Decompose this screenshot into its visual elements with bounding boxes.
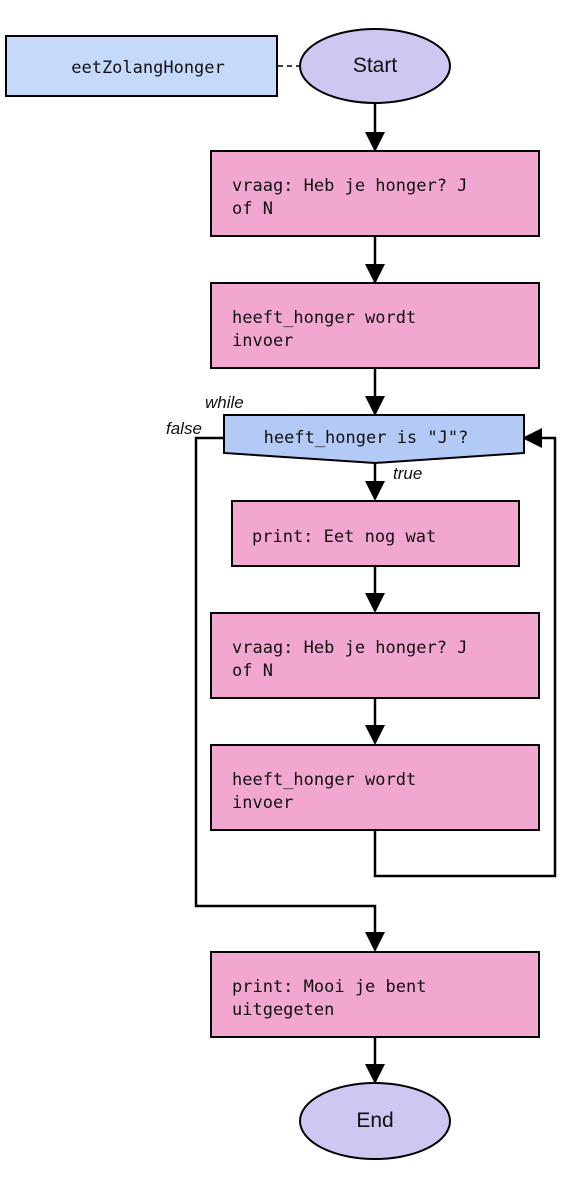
assign2-line1: heeft_honger wordt bbox=[232, 770, 416, 790]
ask1-line2: of N bbox=[232, 199, 273, 219]
start-label: Start bbox=[353, 54, 398, 77]
ask1-line1: vraag: Heb je honger? J bbox=[232, 176, 467, 196]
process-ask-hunger-1: vraag: Heb je honger? J of N bbox=[210, 150, 540, 237]
loop-false-line bbox=[194, 436, 385, 952]
end-terminal: End bbox=[299, 1082, 451, 1160]
print-done-line1: print: Mooi je bent bbox=[232, 977, 426, 997]
function-name-box: eetZolangHonger bbox=[5, 35, 278, 97]
loop-decision: heeft_honger is "J"? bbox=[223, 414, 525, 465]
function-name: eetZolangHonger bbox=[71, 58, 225, 78]
assign2-line2: invoer bbox=[232, 793, 293, 813]
process-assign-hunger-2: heeft_honger wordt invoer bbox=[210, 744, 540, 831]
loop-back-line bbox=[373, 428, 557, 878]
end-label: End bbox=[356, 1109, 393, 1132]
print-done-line2: uitgegeten bbox=[232, 1000, 334, 1020]
false-label: false bbox=[166, 419, 202, 438]
true-label: true bbox=[393, 464, 422, 483]
assign1-line2: invoer bbox=[232, 331, 293, 351]
start-terminal: Start bbox=[299, 28, 451, 104]
process-print-eat: print: Eet nog wat bbox=[231, 500, 520, 567]
process-print-done: print: Mooi je bent uitgegeten bbox=[210, 951, 540, 1038]
process-ask-hunger-2: vraag: Heb je honger? J of N bbox=[210, 612, 540, 699]
assign1-line1: heeft_honger wordt bbox=[232, 308, 416, 328]
loop-keyword: while bbox=[205, 393, 244, 412]
ask2-line2: of N bbox=[232, 661, 273, 681]
connectors bbox=[194, 65, 557, 1084]
loop-condition: heeft_honger is "J"? bbox=[264, 428, 469, 448]
process-assign-hunger-1: heeft_honger wordt invoer bbox=[210, 282, 540, 369]
print-eat-text: print: Eet nog wat bbox=[252, 527, 436, 547]
ask2-line1: vraag: Heb je honger? J bbox=[232, 638, 467, 658]
